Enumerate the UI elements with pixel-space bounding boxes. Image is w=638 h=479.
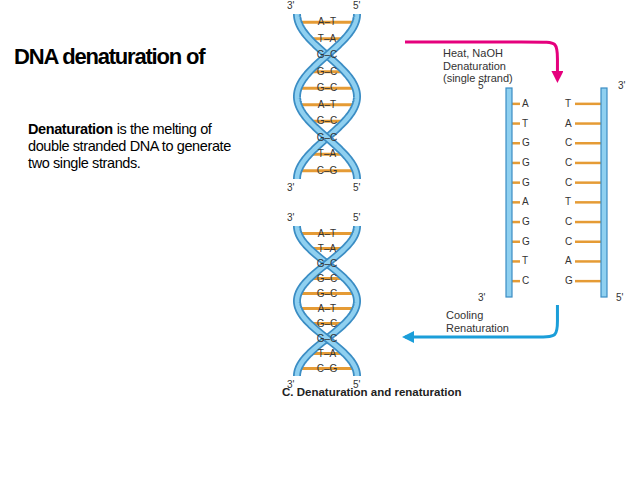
strand-end-label: 5' <box>353 379 360 391</box>
base-pair: G–C <box>307 115 347 127</box>
backbone <box>297 226 357 376</box>
arrow-label: Cooling Renaturation <box>446 309 526 334</box>
base-letter: A <box>522 98 529 110</box>
base-pair: G–C <box>307 273 347 285</box>
strand-end-label: 3' <box>287 0 294 12</box>
backbone-outline <box>297 14 357 179</box>
process-arrow <box>405 305 557 337</box>
base-pair: A–T <box>307 228 347 240</box>
base-tick <box>512 181 520 184</box>
backbone <box>297 14 357 179</box>
base-pair: C–G <box>307 363 347 375</box>
strand-end-label: 3' <box>618 80 625 92</box>
backbone-outline <box>297 226 357 376</box>
base-pair: G–C <box>307 288 347 300</box>
double-helix: 3' 5' A–T T–A G–C G–C G–C A–T G–C G–C T–A C–G 3' 5' <box>275 0 405 195</box>
base-letter: G <box>565 275 573 287</box>
base-pair: T–A <box>307 243 347 255</box>
strand-end-label: 3' <box>287 182 294 194</box>
base-pair: T–A <box>307 348 347 360</box>
base-pair: T–A <box>307 148 347 160</box>
base-tick <box>575 280 601 283</box>
base-tick <box>575 221 601 224</box>
base-letter: A <box>565 118 572 130</box>
backbone <box>297 14 357 179</box>
base-letter: C <box>565 137 572 149</box>
strand-end-label: 5' <box>353 182 360 194</box>
body-text: Denaturationis the melting of double str… <box>28 121 248 172</box>
base-letter: C <box>522 275 529 287</box>
base-pair: G–C <box>307 333 347 345</box>
base-tick <box>512 201 520 204</box>
strand-end-label: 5' <box>353 0 360 12</box>
base-tick <box>512 122 520 125</box>
base-pair: G–C <box>307 82 347 94</box>
backbone-outline <box>297 226 357 376</box>
base-letter: T <box>522 255 528 267</box>
base-letter: G <box>522 236 530 248</box>
base-tick <box>575 103 601 106</box>
base-pair: G–C <box>307 132 347 144</box>
backbone-outline <box>297 14 357 179</box>
base-letter: C <box>565 216 572 228</box>
base-tick <box>512 162 520 165</box>
base-letter: T <box>565 196 571 208</box>
base-letter: C <box>565 236 572 248</box>
base-letter: C <box>565 157 572 169</box>
helix-shape <box>275 212 405 392</box>
base-letter: G <box>522 177 530 189</box>
base-letter: C <box>565 177 572 189</box>
helix-shape <box>275 0 405 195</box>
base-letter: T <box>522 118 528 130</box>
base-tick <box>512 241 520 244</box>
base-tick <box>512 142 520 145</box>
base-letter: T <box>565 98 571 110</box>
base-pair: A–T <box>307 99 347 111</box>
base-tick <box>575 142 601 145</box>
base-pair: G–C <box>307 258 347 270</box>
single-strand-backbone <box>506 88 512 297</box>
base-tick <box>575 162 601 165</box>
figure-caption: C. Denaturation and renaturation <box>282 386 462 398</box>
base-tick <box>512 221 520 224</box>
base-letter: G <box>522 157 530 169</box>
arrow-label: Heat, NaOH Denaturation (single strand) <box>443 47 538 85</box>
strands-shape <box>470 80 635 305</box>
base-pair: A–T <box>307 16 347 28</box>
strand-end-label: 3' <box>478 292 485 304</box>
definition-term: Denaturation <box>28 121 113 137</box>
base-tick <box>575 241 601 244</box>
base-letter: A <box>522 196 529 208</box>
base-pair: A–T <box>307 303 347 315</box>
backbone <box>297 226 357 376</box>
double-helix: 3' 5' A–T T–A G–C G–C G–C A–T G–C G–C T–A C–G 3' 5' <box>275 212 405 392</box>
strand-end-label: 5' <box>353 212 360 224</box>
base-tick <box>512 103 520 106</box>
base-tick <box>512 280 520 283</box>
base-tick <box>575 181 601 184</box>
single-strands: 5'ATGGGAGGTC3'3'TACCCTCCAG5' <box>470 80 635 305</box>
base-pair: T–A <box>307 33 347 45</box>
base-tick <box>575 201 601 204</box>
base-pair: C–G <box>307 165 347 177</box>
base-letter: G <box>522 216 530 228</box>
base-pair: G–C <box>307 318 347 330</box>
base-pair: G–C <box>307 66 347 78</box>
base-pair: G–C <box>307 49 347 61</box>
base-tick <box>512 260 520 263</box>
base-letter: G <box>522 137 530 149</box>
base-tick <box>575 260 601 263</box>
strand-end-label: 3' <box>287 379 294 391</box>
single-strand-backbone <box>601 88 607 297</box>
base-tick <box>575 122 601 125</box>
base-letter: A <box>565 255 572 267</box>
strand-end-label: 3' <box>287 212 294 224</box>
slide-title: DNA denaturation of <box>14 44 204 70</box>
strand-end-label: 5' <box>616 292 623 304</box>
